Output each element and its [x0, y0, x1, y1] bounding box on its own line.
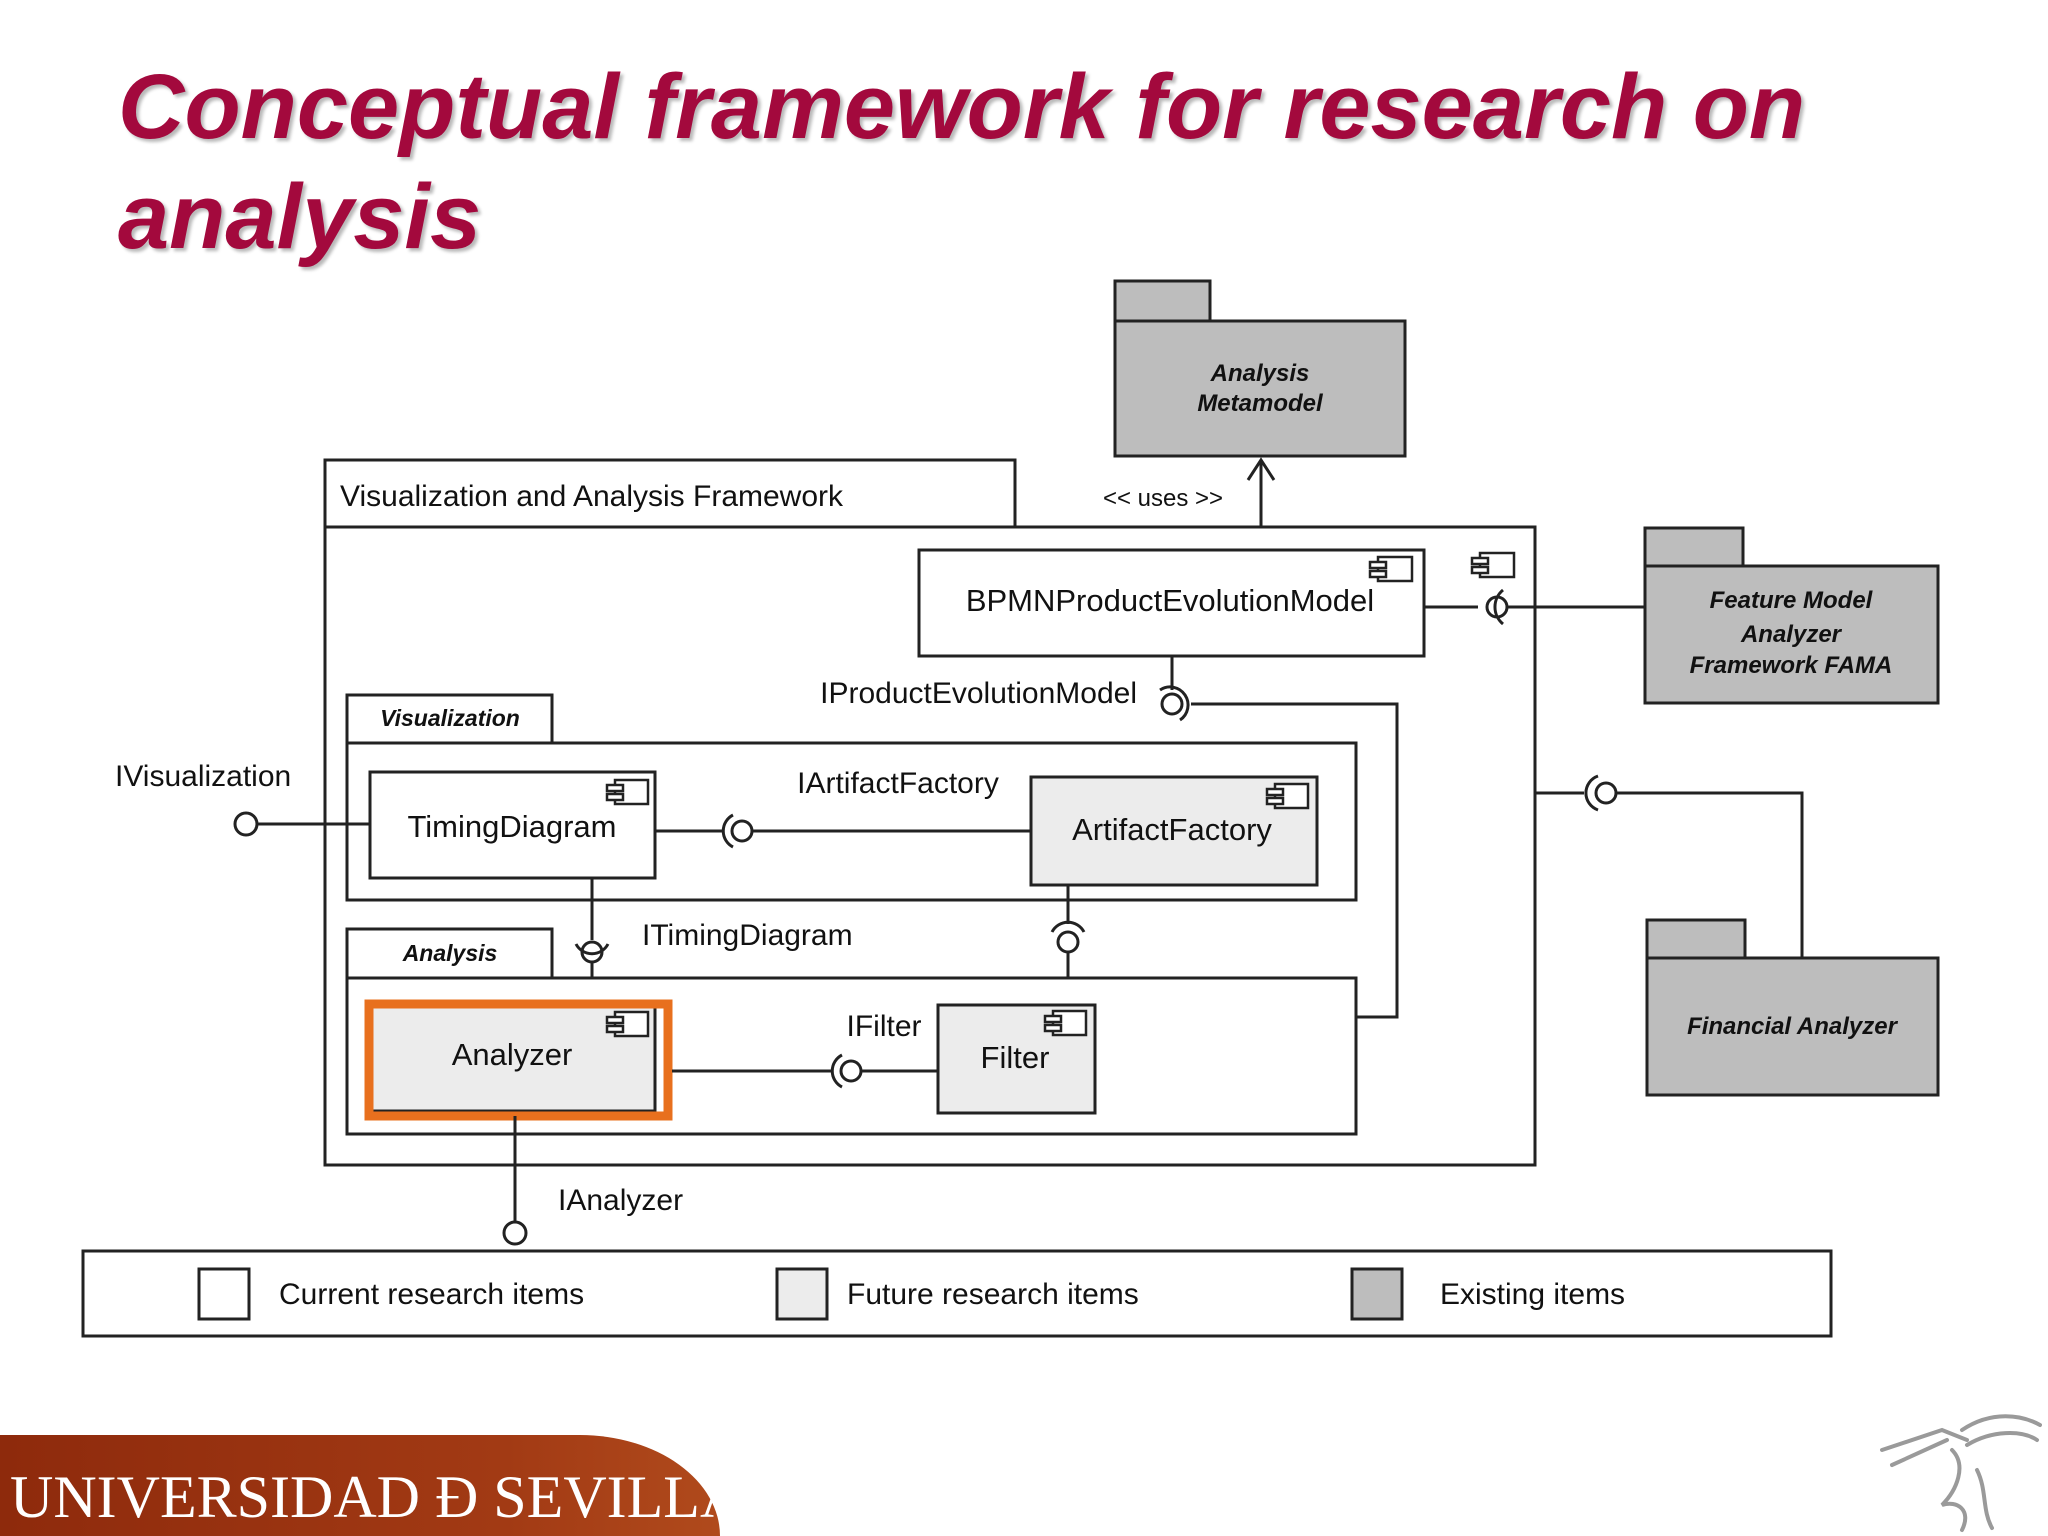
- ifilter-label: IFilter: [847, 1010, 922, 1043]
- ivisualization-label: IVisualization: [115, 760, 291, 793]
- legend-existing-label: Existing items: [1440, 1278, 1625, 1311]
- iproduct-label: IProductEvolutionModel: [820, 677, 1137, 710]
- timing-diagram-component: TimingDiagram: [368, 770, 657, 880]
- framework-label: Visualization and Analysis Framework: [340, 480, 844, 513]
- filter-component: Filter: [936, 1003, 1097, 1115]
- itiming-label: ITimingDiagram: [642, 919, 853, 952]
- legend-swatch-existing: [1350, 1267, 1404, 1321]
- university-logo: [1880, 1414, 2042, 1532]
- analyzer-highlight: [364, 999, 673, 1121]
- artifact-factory-component: ArtifactFactory: [1029, 775, 1319, 887]
- analysis-metamodel-package: Analysis Metamodel: [1113, 279, 1407, 458]
- analysis-metamodel-label-1: Analysis: [1210, 360, 1310, 387]
- legend-future-label: Future research items: [847, 1278, 1139, 1311]
- timing-diagram-label: TimingDiagram: [407, 809, 616, 844]
- financial-analyzer-package: Financial Analyzer: [1645, 918, 1940, 1097]
- artifact-factory-label: ArtifactFactory: [1072, 812, 1272, 847]
- university-name: UNIVERSIDAD Ð SEVILLA: [10, 1464, 744, 1530]
- slide-title: Conceptual framework for research on ana…: [118, 56, 1806, 268]
- legend-swatch-future: [775, 1267, 829, 1321]
- iartifact-label: IArtifactFactory: [797, 767, 999, 800]
- analysis-package-label: Analysis: [402, 940, 498, 966]
- fama-package: Feature Model Analyzer Framework FAMA: [1643, 526, 1940, 705]
- analysis-metamodel-label-2: Metamodel: [1197, 390, 1324, 417]
- fama-label-1: Feature Model: [1710, 587, 1874, 614]
- bpmn-label: BPMNProductEvolutionModel: [966, 583, 1374, 618]
- analyzer-component: Analyzer: [368, 1003, 657, 1113]
- ianalyzer-label: IAnalyzer: [558, 1184, 683, 1217]
- analyzer-label: Analyzer: [452, 1037, 573, 1072]
- footer-band: [0, 1435, 720, 1536]
- legend-swatch-current: [197, 1267, 251, 1321]
- filter-label: Filter: [981, 1040, 1050, 1075]
- legend-current-label: Current research items: [279, 1278, 584, 1311]
- fama-label-2: Analyzer: [1740, 621, 1843, 648]
- fama-label-3: Framework FAMA: [1690, 652, 1893, 679]
- uses-label: << uses >>: [1103, 485, 1223, 512]
- legend: Current research items Future research i…: [81, 1249, 1833, 1338]
- component-diagram: Analysis Metamodel << uses >> Visualizat…: [81, 279, 1940, 1338]
- bpmn-component: BPMNProductEvolutionModel: [917, 548, 1426, 658]
- financial-analyzer-label: Financial Analyzer: [1687, 1013, 1899, 1040]
- visualization-label: Visualization: [380, 705, 520, 731]
